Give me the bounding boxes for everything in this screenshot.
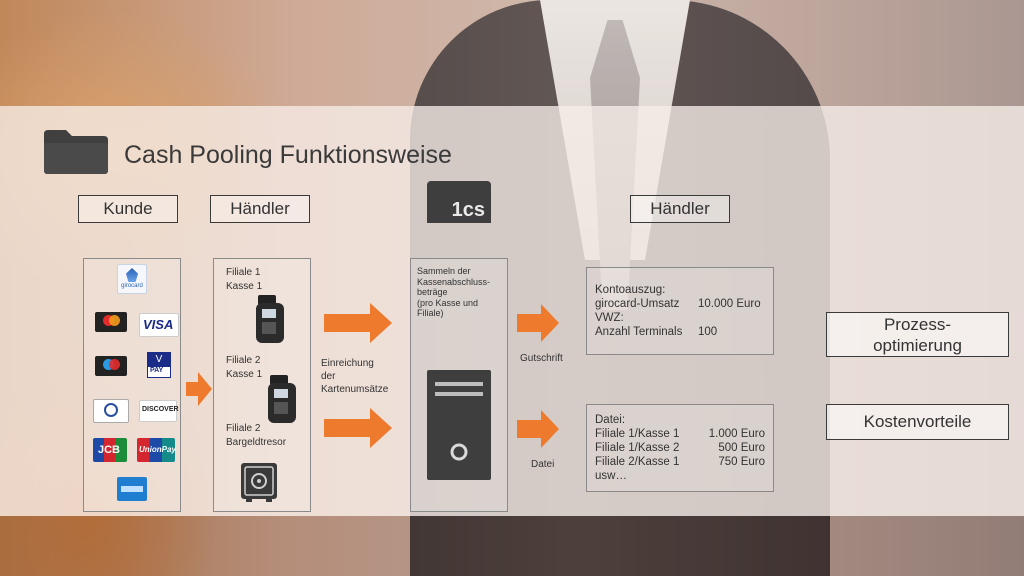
card-vpay: V PAY	[147, 352, 171, 378]
card-unionpay: UnionPay	[137, 438, 176, 462]
prozess-line-2: optimierung	[873, 336, 962, 355]
konto-line-4-label: Anzahl Terminals	[595, 326, 683, 338]
konto-line-1: Kontoauszug:	[595, 284, 666, 296]
prozess-line-1: Prozess-	[883, 315, 952, 334]
card-diners	[93, 399, 129, 423]
header-haendler-left: Händler	[210, 195, 310, 223]
jcb-label: JCB	[98, 444, 121, 456]
filiale2-line-b: Filiale 2	[226, 423, 261, 434]
server-text: Sammeln der Kassenabschluss- beträge (pr…	[417, 266, 490, 319]
card-mastercard	[95, 312, 127, 332]
arrow-right-icon-3	[324, 408, 392, 448]
datei-row-3-label: Filiale 2/Kasse 1	[595, 456, 680, 468]
server-icon	[427, 370, 491, 480]
einreichung-text: Einreichung der Kartenumsätze	[321, 357, 388, 396]
konto-line-3: VWZ:	[595, 312, 624, 324]
einreichung-line-1: Einreichung	[321, 358, 374, 369]
datei-row-1-label: Filiale 1/Kasse 1	[595, 428, 680, 440]
page-title: Cash Pooling Funktionsweise	[124, 141, 452, 169]
panel-datei	[586, 404, 774, 492]
box-prozessoptimierung: Prozess- optimierung	[826, 312, 1009, 357]
vpay-icon: V	[148, 353, 170, 367]
datei-label: Datei	[531, 459, 555, 470]
logo-text: 1cs	[451, 199, 485, 221]
folder-icon	[44, 130, 108, 174]
datei-row-3-value: 750 Euro	[718, 456, 765, 468]
gutschrift-label: Gutschrift	[520, 353, 563, 364]
logo-1cs: 1cs	[427, 181, 491, 223]
card-maestro	[95, 356, 127, 376]
card-visa: VISA	[139, 313, 179, 337]
arrow-right-icon-2	[324, 303, 392, 343]
maestro-circle	[109, 359, 120, 370]
amex-icon	[121, 486, 143, 492]
header-haendler-right: Händler	[630, 195, 730, 223]
arrow-right-icon-5	[517, 410, 559, 448]
card-discover: DISCOVER	[139, 400, 179, 422]
konto-line-4-value: 100	[698, 326, 718, 338]
card-amex	[117, 477, 147, 501]
bottom-band	[0, 516, 1024, 576]
girocard-label: girocard	[121, 283, 143, 289]
datei-row-1-value: 1.000 Euro	[708, 428, 765, 440]
filiale2-line: Filiale 2	[226, 355, 261, 366]
box-kostenvorteile: Kostenvorteile	[826, 404, 1009, 440]
arrow-right-icon-4	[517, 304, 559, 342]
kasse1-line-2: Kasse 1	[226, 369, 263, 380]
filiale1-text: Filiale 1 Kasse 1	[226, 267, 262, 292]
datei-more: usw…	[595, 470, 627, 482]
konto-line-2-label: girocard-Umsatz	[595, 298, 680, 310]
safe-icon	[241, 463, 277, 502]
datei-row-2-value: 500 Euro	[718, 442, 765, 454]
bargeldtresor-line: Bargeldtresor	[226, 437, 287, 448]
unionpay-label: UnionPay	[139, 445, 176, 454]
card-girocard: girocard	[117, 264, 147, 294]
server-line-3: beträge	[417, 287, 448, 297]
kasse1-line: Kasse 1	[226, 281, 263, 292]
bargeldtresor-text: Filiale 2 Bargeldtresor	[226, 423, 286, 448]
panel-kontoauszug	[586, 267, 774, 355]
einreichung-line-2: der	[321, 371, 336, 382]
filiale1-line: Filiale 1	[226, 267, 261, 278]
card-terminal-icon-2	[268, 375, 296, 423]
server-line-5: Filiale)	[417, 308, 444, 318]
arrow-right-icon	[186, 372, 212, 406]
filiale2-text: Filiale 2 Kasse 1	[226, 355, 262, 380]
mastercard-icon	[103, 315, 114, 326]
server-line-1: Sammeln der	[417, 266, 471, 276]
top-band	[0, 0, 1024, 106]
server-line-2: Kassenabschluss-	[417, 276, 491, 287]
header-kunde: Kunde	[78, 195, 178, 223]
panel-kunde	[83, 258, 181, 512]
datei-row-2-label: Filiale 1/Kasse 2	[595, 442, 680, 454]
card-jcb: JCB	[93, 438, 127, 462]
diners-icon	[104, 403, 118, 417]
server-line-4: (pro Kasse und	[417, 297, 479, 308]
mastercard-circle	[109, 315, 120, 326]
datei-heading: Datei:	[595, 414, 626, 426]
card-terminal-icon	[256, 295, 284, 343]
discover-label: DISCOVER	[142, 406, 179, 413]
girocard-icon	[126, 268, 138, 282]
einreichung-line-3: Kartenumsätze	[321, 384, 389, 395]
konto-line-2-value: 10.000 Euro	[698, 298, 761, 310]
vpay-label: PAY	[150, 367, 164, 374]
maestro-icon	[103, 359, 114, 370]
visa-label: VISA	[143, 317, 174, 332]
